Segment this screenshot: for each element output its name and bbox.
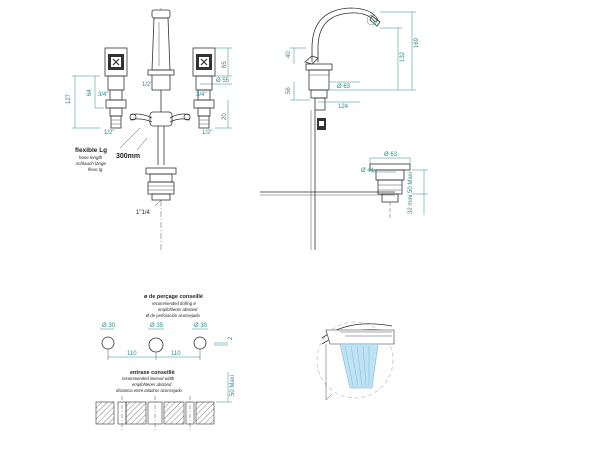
drilling-translation-es: Ø de perforación aconsejado <box>145 313 200 318</box>
dim-56: 56 <box>286 87 292 94</box>
dim-phi55: Ø 55 <box>216 78 230 84</box>
side-base <box>305 63 333 71</box>
hose-label: flexible Lg <box>75 147 107 154</box>
dim-169: 169 <box>414 37 420 48</box>
drain-thread: 1"1/4 <box>136 210 150 216</box>
interval-translation-de: empfohlener abstand <box>132 382 172 387</box>
dim-phi41: Ø 41 <box>361 168 375 174</box>
side-spout <box>311 7 379 62</box>
hose-translation-en: hose length <box>79 155 103 160</box>
dim-phi30-right: Ø 30 <box>194 323 208 329</box>
drill-hole-left <box>101 336 115 350</box>
interval-translation-en: recommended interval width <box>122 376 175 381</box>
thread-34-left: 3/4" <box>98 92 108 98</box>
hose-translation-es: flexo lg <box>88 167 103 172</box>
thread-12-right: 1/2" <box>202 130 212 136</box>
hose-length: 300mm <box>116 153 140 160</box>
thread-12-left: 1/2" <box>104 130 114 136</box>
spout-body <box>151 17 171 71</box>
thread-34-right: 3/4" <box>196 92 206 98</box>
spray-detail <box>316 321 395 401</box>
thread-12-top: 1/2" <box>142 82 152 88</box>
dim-phi30-left: Ø 30 <box>102 323 116 329</box>
dim-phi63: Ø 63 <box>337 84 351 90</box>
drilling-plan <box>100 328 228 360</box>
dim-40: 40 <box>286 51 292 58</box>
t-connector <box>149 111 173 127</box>
interval-max: 50 Maxi <box>230 375 236 396</box>
dim-phi35: Ø 35 <box>150 323 164 329</box>
interval-section <box>95 372 232 430</box>
dim-65: 65 <box>222 61 228 68</box>
drain-top <box>145 167 177 175</box>
dim-min-max: 32 mini 50 Maxi <box>408 172 414 214</box>
dim-64: 64 <box>87 89 93 96</box>
drilling-translation-de: empfohlener abstand <box>158 307 198 312</box>
dim-spacing-right: 110 <box>171 351 181 357</box>
spout-top <box>151 9 171 19</box>
drill-hole-right <box>193 336 207 350</box>
drilling-translation-en: recommended drilling ø <box>152 301 196 306</box>
dim-132: 132 <box>400 51 406 62</box>
water-stream <box>339 343 379 389</box>
interval-title: entraxe conseillé <box>130 370 175 376</box>
dim-phi63-drain: Ø 63 <box>384 152 398 158</box>
interval-translation-es: distancia entre taladros aconsejado <box>116 388 183 393</box>
hose-translation-de: schlauch länge <box>76 161 107 166</box>
spout-base <box>147 69 175 76</box>
right-hose <box>169 113 191 119</box>
dim-124: 124 <box>338 104 349 110</box>
side-drain-top <box>369 163 411 171</box>
dim-20: 20 <box>222 113 228 120</box>
left-hose <box>129 113 153 119</box>
dim-spacing-left: 110 <box>127 351 137 357</box>
side-view <box>260 7 428 250</box>
dim-127: 127 <box>66 93 72 104</box>
dim-2: 2 <box>228 336 234 340</box>
front-view <box>72 8 232 250</box>
drill-hole-center <box>148 337 164 353</box>
drilling-title: ø de perçage conseillé <box>144 294 203 300</box>
